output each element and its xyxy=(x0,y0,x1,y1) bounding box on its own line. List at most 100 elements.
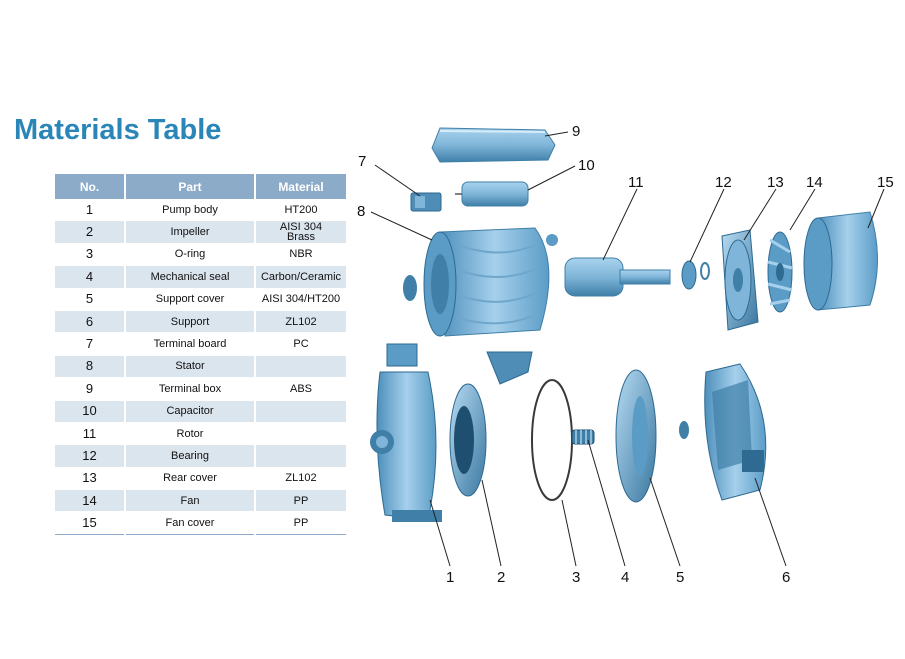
stator-part xyxy=(403,227,558,337)
bearing-part xyxy=(681,260,710,290)
table-header-row: No. Part Material xyxy=(55,174,346,199)
cell-no: 11 xyxy=(55,422,126,446)
header-material: Material xyxy=(255,174,346,199)
cell-material: ABS xyxy=(255,377,346,401)
impeller-part xyxy=(449,383,487,497)
cell-part: O-ring xyxy=(125,243,256,267)
callout-13: 13 xyxy=(767,174,784,191)
cell-part: Support xyxy=(125,310,256,334)
cell-no: 10 xyxy=(55,400,126,423)
callout-7: 7 xyxy=(358,153,366,170)
callout-12: 12 xyxy=(715,174,732,191)
rear-cover-part xyxy=(721,229,759,331)
cell-no: 2 xyxy=(55,220,126,244)
cell-part: Rotor xyxy=(125,422,256,446)
callout-14: 14 xyxy=(806,174,823,191)
cell-part: Capacitor xyxy=(125,400,256,423)
leader-lines xyxy=(370,131,885,567)
cell-part: Fan xyxy=(125,489,256,513)
cell-no: 6 xyxy=(55,310,126,334)
cell-material xyxy=(255,355,346,379)
cell-material: PP xyxy=(255,511,346,535)
cell-material: NBR xyxy=(255,243,346,267)
cell-no: 4 xyxy=(55,265,126,289)
rotor-part xyxy=(564,257,671,297)
mechanical-seal-part xyxy=(571,429,595,445)
cell-no: 13 xyxy=(55,467,126,491)
cell-material xyxy=(255,400,346,423)
cell-part: Mechanical seal xyxy=(125,265,256,289)
cell-material: HT200 xyxy=(255,199,346,222)
header-no: No. xyxy=(55,174,126,199)
cell-no: 3 xyxy=(55,243,126,267)
page-title: Materials Table xyxy=(14,114,222,146)
terminal-board-part xyxy=(410,192,442,212)
cell-no: 9 xyxy=(55,377,126,401)
callout-1: 1 xyxy=(446,569,454,586)
callout-4: 4 xyxy=(621,569,629,586)
cell-part: Support cover xyxy=(125,288,256,311)
cell-part: Impeller xyxy=(125,220,256,244)
cell-no: 5 xyxy=(55,288,126,311)
cell-part: Pump body xyxy=(125,199,256,222)
fan-cover-part xyxy=(803,211,878,311)
callout-11: 11 xyxy=(628,174,644,191)
cell-no: 7 xyxy=(55,332,126,356)
shaft-seal-piece xyxy=(679,421,689,439)
callout-5: 5 xyxy=(676,569,684,586)
cell-part: Terminal box xyxy=(125,377,256,401)
fan-part xyxy=(767,231,793,313)
callout-8: 8 xyxy=(357,203,365,220)
callout-6: 6 xyxy=(782,569,790,586)
cell-no: 1 xyxy=(55,199,126,222)
header-part: Part xyxy=(125,174,256,199)
cell-no: 12 xyxy=(55,444,126,468)
cell-material: PC xyxy=(255,332,346,356)
cell-part: Stator xyxy=(125,355,256,379)
callout-9: 9 xyxy=(572,123,580,140)
cell-material: ZL102 xyxy=(255,310,346,334)
callout-3: 3 xyxy=(572,569,580,586)
cell-no: 8 xyxy=(55,355,126,379)
cell-material: Carbon/Ceramic xyxy=(255,265,346,289)
support-part xyxy=(704,363,767,501)
pump-body-part xyxy=(370,343,442,522)
cell-material: ZL102 xyxy=(255,467,346,491)
capacitor-part xyxy=(455,181,529,207)
cell-material: AISI 304/HT200 xyxy=(255,288,346,311)
cell-part: Rear cover xyxy=(125,467,256,491)
cell-material: PP xyxy=(255,489,346,513)
cell-material xyxy=(255,422,346,446)
callout-2: 2 xyxy=(497,569,505,586)
cell-part: Bearing xyxy=(125,444,256,468)
support-cover-part xyxy=(615,369,657,503)
bracket-piece xyxy=(486,351,533,385)
cell-no: 15 xyxy=(55,511,126,535)
callout-15: 15 xyxy=(877,174,894,191)
cell-no: 14 xyxy=(55,489,126,513)
cell-part: Fan cover xyxy=(125,511,256,535)
cell-part: Terminal board xyxy=(125,332,256,356)
cell-material xyxy=(255,444,346,468)
callout-10: 10 xyxy=(578,157,595,174)
terminal-box-part xyxy=(431,127,556,163)
